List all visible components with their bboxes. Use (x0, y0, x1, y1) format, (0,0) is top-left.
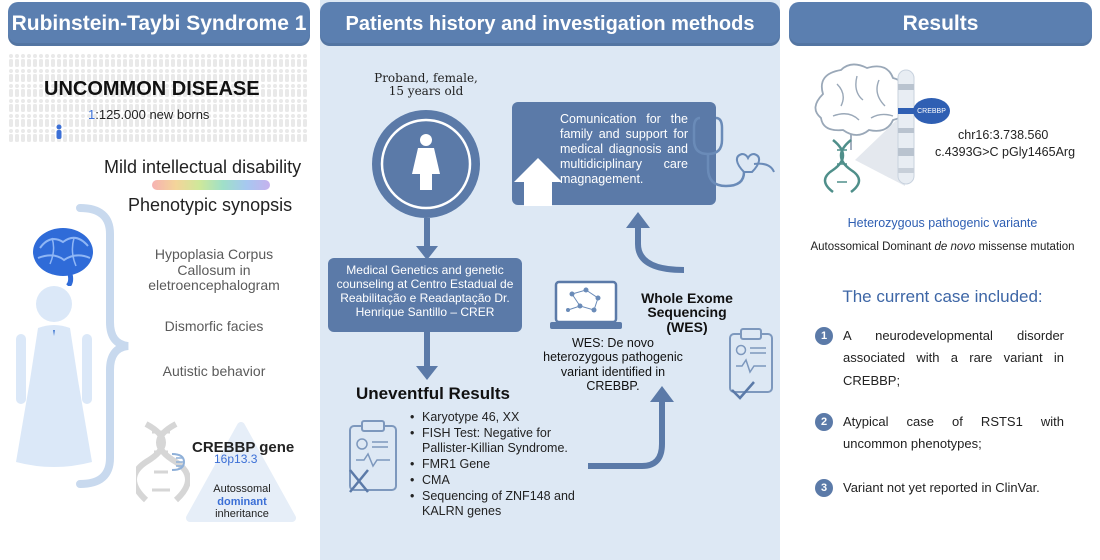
variant-title: Heterozygous pathogenic variante (847, 216, 1038, 230)
highlighted-person-icon (56, 124, 62, 139)
variant-description: Autossomical Dominant de novo missense m… (810, 241, 1075, 253)
brain-icon (33, 228, 93, 286)
inheritance-triangle (186, 422, 296, 522)
uncommon-disease-label: UNCOMMON DISEASE (44, 78, 260, 100)
communication-text: Comunication for the family and support … (560, 112, 688, 186)
item-number-1: 1 (815, 327, 833, 345)
symptom-corpus-callosum: Hypoplasia Corpus Callosum in eletroence… (148, 246, 280, 294)
genetics-counseling-text: Medical Genetics and genetic counseling … (336, 263, 514, 320)
crebbp-gene-title: CREBBP gene (192, 439, 295, 456)
result-item-2: Atypical case of RSTS1 with uncommon phe… (843, 414, 1064, 452)
tests-list: Karyotype 46, XX FISH Test: Negative for… (410, 410, 596, 520)
inheritance-text: Autossomal dominant inheritance (213, 483, 271, 521)
proband-label: Proband, female, 15 years old (374, 71, 478, 99)
left-header: Rubinstein-Taybi Syndrome 1 (8, 2, 310, 46)
arrow-to-wes (588, 386, 674, 469)
symptom-autistic-behavior: Autistic behavior (162, 363, 266, 379)
test-item: FISH Test: Negative for Pallister-Killia… (410, 426, 596, 456)
chromosome-icon (897, 69, 915, 185)
incidence-ratio: 1:125.000 new borns (88, 107, 210, 122)
middle-header: Patients history and investigation metho… (320, 2, 780, 46)
stethoscope-icon (692, 116, 775, 188)
item-number-3: 3 (815, 479, 833, 497)
current-case-title: The current case included: (842, 287, 1043, 306)
wes-title: Whole Exome Sequencing (WES) (641, 290, 733, 335)
magnifier-connector-icon (171, 453, 186, 471)
mild-intellectual-disability: Mild intellectual disability (104, 157, 302, 177)
dna-helix-icon (136, 421, 190, 503)
female-patient-figure-icon (16, 286, 92, 467)
laptop-network-icon (550, 280, 622, 329)
genomic-coordinate: chr16:3.738.560 (958, 128, 1049, 142)
proband-female-icon (372, 110, 480, 218)
arrow-to-uneventful (416, 332, 438, 380)
middle-panel: Patients history and investigation metho… (320, 0, 780, 560)
test-item: Karyotype 46, XX (410, 410, 596, 425)
spectrum-bar (152, 180, 270, 190)
test-item: CMA (410, 473, 596, 488)
uneventful-results-title: Uneventful Results (356, 384, 510, 403)
wes-result-text: WES: De novo heterozygous pathogenic var… (543, 336, 683, 394)
brain-dna-chromosome-icon (814, 63, 908, 193)
clipboard-negative-icon (349, 420, 397, 493)
arrow-to-genetics (416, 218, 438, 260)
test-item: Sequencing of ZNF148 and KALRN genes (410, 489, 596, 519)
gene-locus: 16p13.3 (214, 452, 258, 466)
clipboard-positive-icon (729, 328, 773, 400)
result-item-3: Variant not yet reported in ClinVar. (843, 480, 1040, 495)
right-header: Results (789, 2, 1092, 46)
left-panel: Rubinstein-Taybi Syndrome 1 UNCOMMON DIS… (0, 0, 318, 560)
arrow-to-communication (626, 212, 685, 273)
genetics-counseling-box (328, 258, 522, 332)
right-panel: Results CREBBP chr16:3.738.560 c.4393G>C… (785, 0, 1100, 560)
home-arrow-icon (514, 158, 562, 206)
item-number-2: 2 (815, 413, 833, 431)
symptom-bracket (76, 204, 129, 488)
test-item: FMR1 Gene (410, 457, 596, 472)
crebbp-badge: CREBBP (913, 98, 950, 124)
cdna-protein-change: c.4393G>C pGly1465Arg (935, 145, 1076, 159)
symptom-dismorfic-facies: Dismorfic facies (164, 318, 264, 334)
result-item-1: A neurodevelopmental disorder associated… (843, 328, 1064, 388)
phenotypic-synopsis: Phenotypic synopsis (128, 195, 293, 215)
